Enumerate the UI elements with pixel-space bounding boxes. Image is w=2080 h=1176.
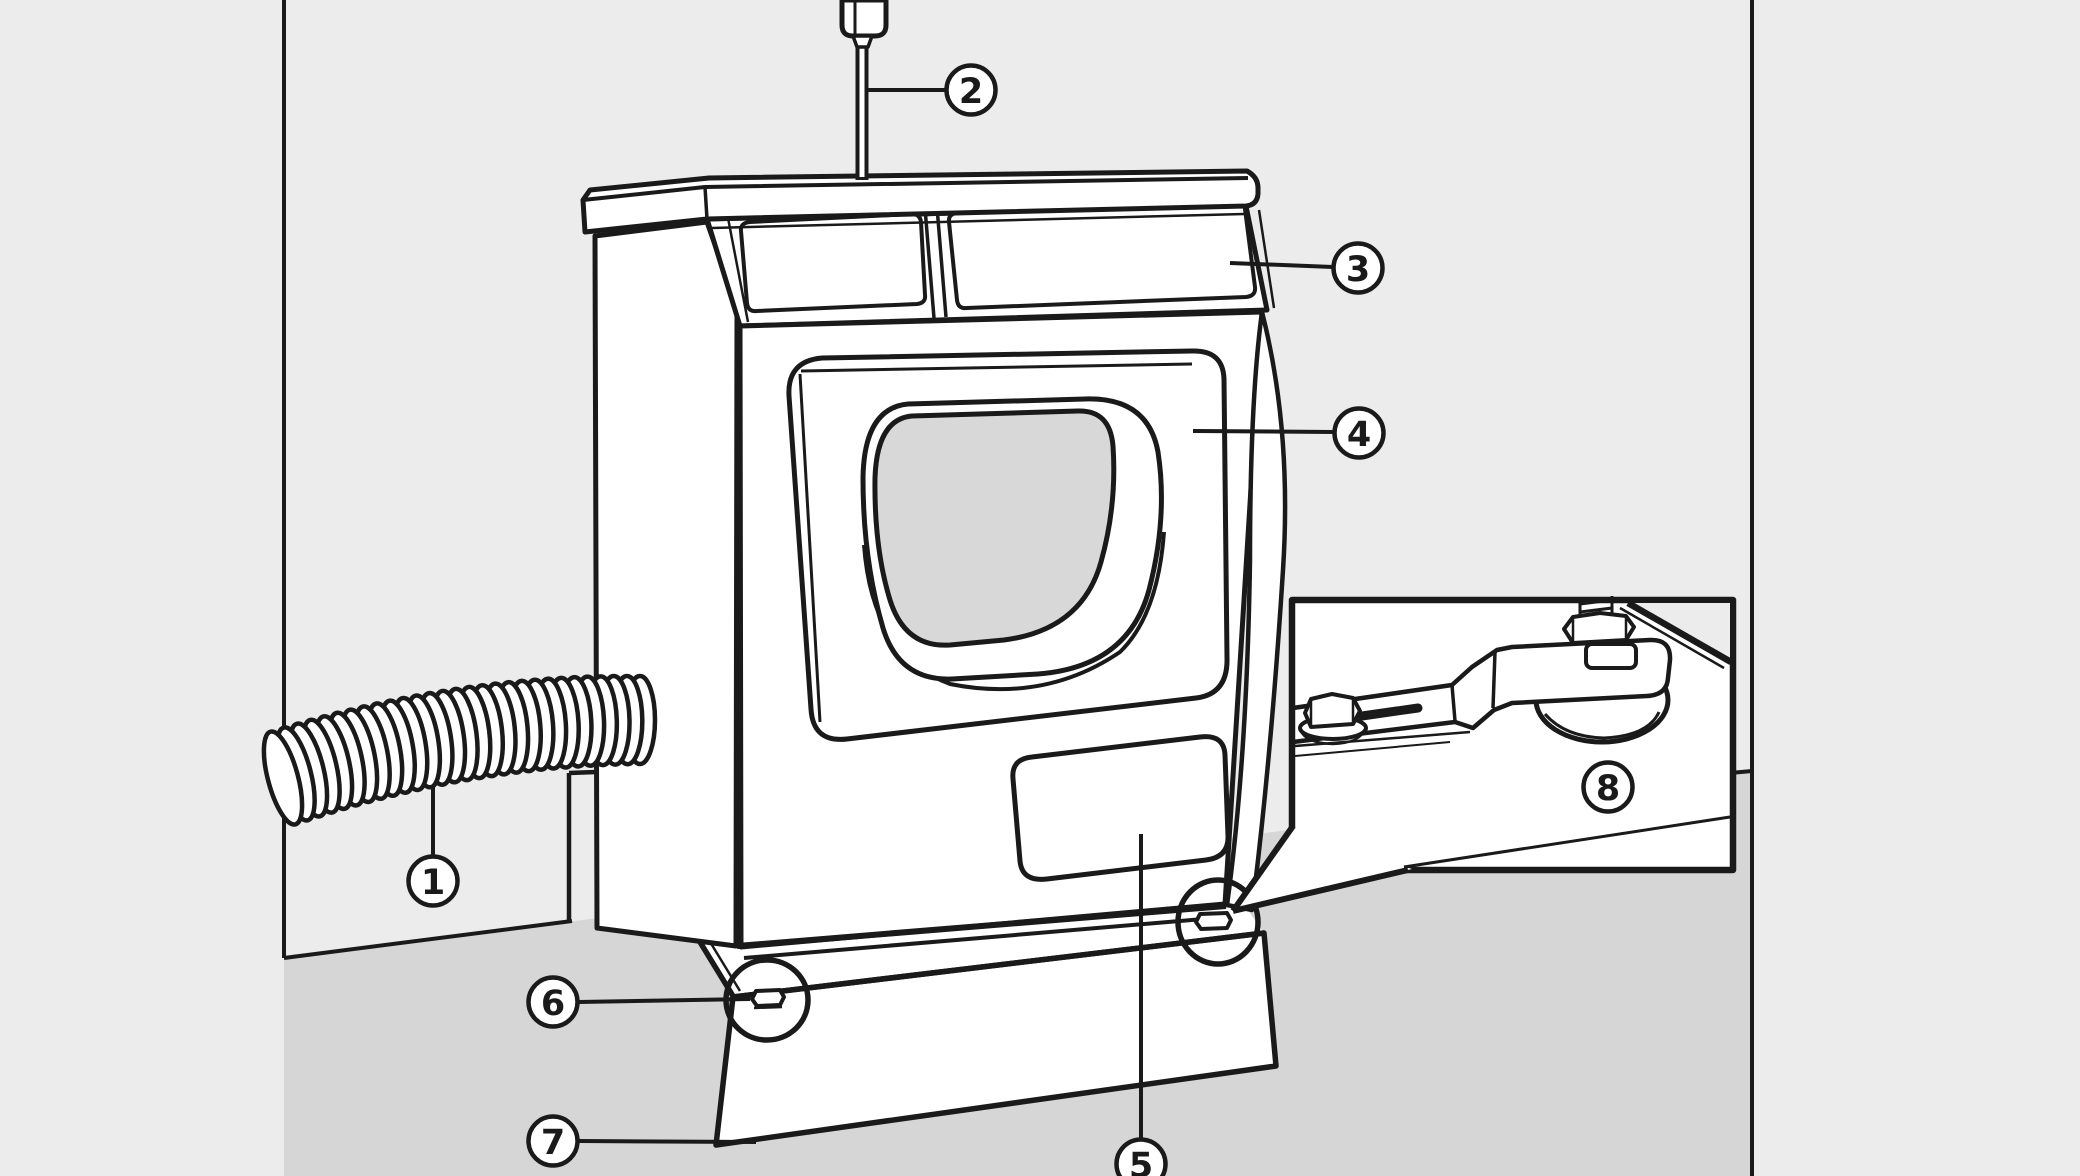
lid-bend-line	[703, 186, 709, 220]
inset-foot-nut	[1562, 611, 1636, 645]
callout-8-label: 8	[1596, 769, 1620, 809]
callout-6-circle	[526, 975, 580, 1029]
service-flap	[1010, 734, 1231, 882]
callout-6-label: 6	[541, 984, 565, 1024]
display-window	[738, 212, 928, 314]
callout-1-circle	[406, 854, 460, 908]
callout-5-circle	[1114, 1137, 1168, 1176]
plinth-top-back-edge	[568, 769, 597, 776]
callout-8-circle	[1581, 760, 1635, 814]
callout-1: 1	[406, 854, 460, 908]
power-plug	[839, 0, 889, 49]
plinth-top-front-edge	[732, 930, 1265, 1000]
callout-8: 8	[1581, 760, 1635, 814]
callout-line-7	[578, 1139, 757, 1144]
left-foot	[750, 988, 786, 1010]
callout-7-label: 7	[541, 1123, 565, 1163]
foot-marker-right	[1175, 877, 1261, 967]
machine-right-side-sliver	[1224, 309, 1288, 913]
callout-line-4	[1192, 429, 1335, 434]
callout-3-label: 3	[1346, 250, 1370, 290]
callout-4-circle	[1332, 406, 1386, 460]
inset-bracket-bend-line-b	[1491, 651, 1497, 709]
callout-5: 5	[1114, 1137, 1168, 1176]
hose-coil	[261, 729, 305, 827]
inset-bracket-slot	[1357, 703, 1423, 721]
machine-left-side-face	[592, 219, 740, 949]
callout-line-3	[1229, 261, 1334, 269]
inset-bracket-bend-line-a	[1450, 684, 1457, 722]
lid-shadow-seam	[711, 212, 1245, 230]
door-inner-left-line	[798, 373, 822, 723]
inset-bracket-strap	[1290, 637, 1673, 745]
callout-5-label: 5	[1129, 1146, 1153, 1176]
fascia-divider-line-a	[923, 207, 936, 319]
callout-3: 3	[1331, 241, 1385, 295]
fascia-left-bend-line	[726, 217, 750, 323]
callout-7: 7	[526, 1114, 580, 1168]
floor-wall-line-left	[283, 919, 573, 960]
machine-bottom-edge-lower	[743, 915, 1228, 960]
fascia-right-edge-line	[1257, 209, 1276, 309]
door-glass	[872, 408, 1117, 648]
exhaust-hose	[261, 673, 658, 827]
inset-plinth-front-line	[1403, 815, 1731, 869]
inset-plinth-edge-inner	[1619, 606, 1725, 670]
inset-tail-pointer	[1230, 824, 1412, 914]
inset-detail-box: 8	[1230, 596, 1737, 914]
inset-plinth-edge	[1626, 600, 1733, 665]
callout-4-label: 4	[1347, 415, 1371, 455]
callout-1-label: 1	[421, 863, 445, 903]
door-inner-top-line	[800, 362, 1193, 373]
callout-3-circle	[1331, 241, 1385, 295]
right-foot	[1194, 911, 1233, 931]
callout-line-6	[578, 997, 751, 1004]
inset-plinth-fold-line-b	[1294, 741, 1451, 757]
callout-7-circle	[526, 1114, 580, 1168]
callout-2: 2	[944, 63, 998, 117]
machine-bottom-edge	[736, 903, 1227, 949]
inset-bracket-bolt	[1298, 692, 1368, 746]
fascia-divider-line-b	[935, 206, 948, 318]
callout-2-label: 2	[959, 72, 983, 112]
callout-2-circle	[944, 63, 998, 117]
callout-4: 4	[1332, 406, 1386, 460]
dryer-machine	[580, 0, 1288, 960]
inset-bracket-notch	[1584, 642, 1638, 670]
callout-6: 6	[526, 975, 580, 1029]
